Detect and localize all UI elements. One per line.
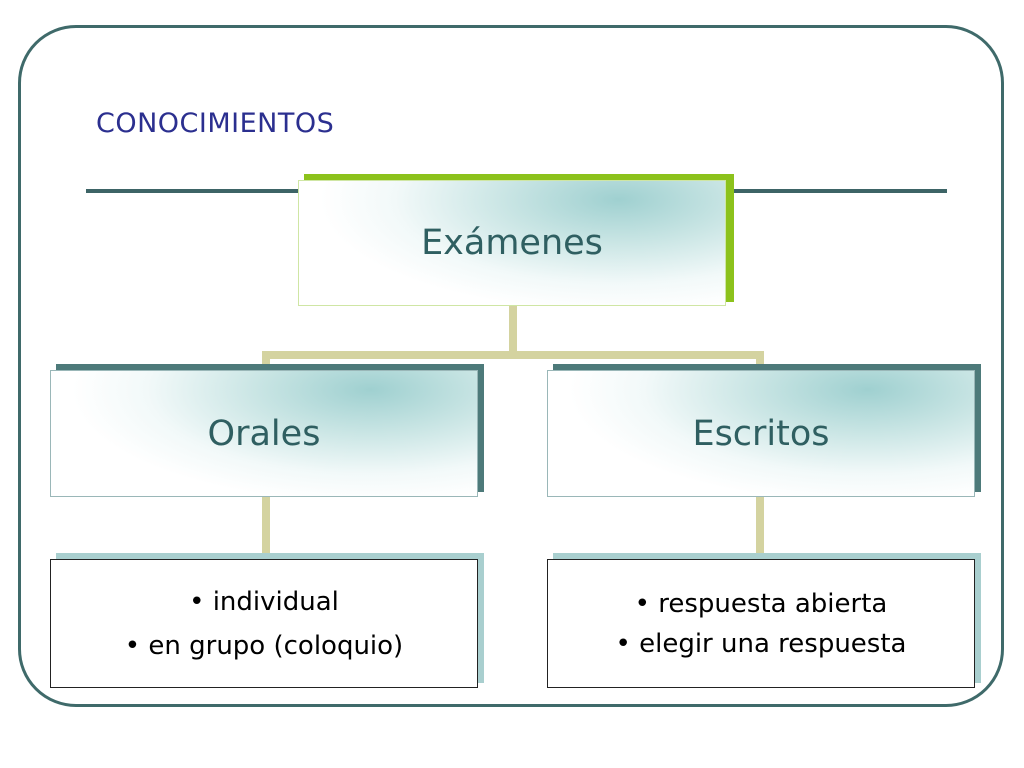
list-item: • elegir una respuesta	[615, 628, 907, 659]
branch-node-orales-label: Orales	[207, 413, 321, 454]
slide-frame	[18, 25, 1004, 707]
title-rule-right	[733, 189, 947, 193]
branch-node-orales: Orales	[50, 370, 478, 497]
connector-left-leaf	[262, 494, 270, 558]
root-node-label: Exámenes	[421, 223, 603, 263]
leaf-node-orales: • individual • en grupo (coloquio)	[50, 559, 478, 688]
branch-node-escritos: Escritos	[547, 370, 975, 497]
connector-right-leaf	[756, 494, 764, 558]
branch-node-escritos-label: Escritos	[692, 413, 830, 454]
root-node: Exámenes	[298, 180, 726, 306]
list-item: • en grupo (coloquio)	[124, 630, 404, 661]
leaf-node-escritos: • respuesta abierta • elegir una respues…	[547, 559, 975, 688]
title-rule-left	[86, 189, 300, 193]
list-item: • respuesta abierta	[634, 588, 888, 619]
connector-left-drop	[262, 351, 270, 369]
list-item: • individual	[189, 586, 339, 617]
leaf-list-orales: • individual • en grupo (coloquio)	[125, 580, 403, 668]
connector-right-drop	[756, 351, 764, 369]
connector-horizontal	[262, 351, 764, 359]
slide-title: CONOCIMIENTOS	[96, 108, 335, 139]
leaf-list-escritos: • respuesta abierta • elegir una respues…	[616, 584, 907, 664]
connector-root-stem	[509, 304, 517, 356]
